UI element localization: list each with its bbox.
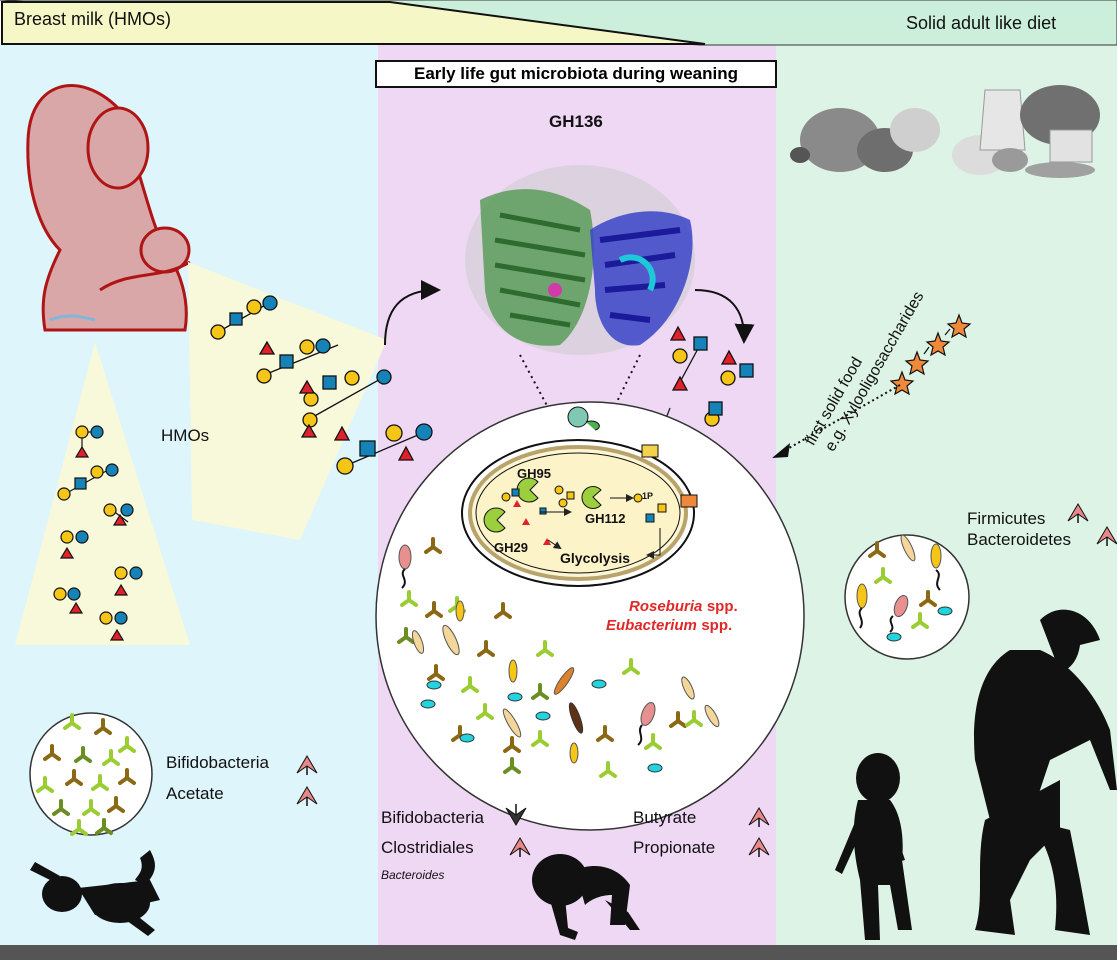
crawling-baby-silhouette-icon	[532, 854, 640, 940]
ground-bar	[0, 945, 1117, 960]
infant-silhouette-icon	[30, 850, 160, 936]
glycolysis-label: Glycolysis	[560, 550, 631, 566]
adult-bacteria	[856, 534, 953, 642]
phosphate-label: 1P	[642, 491, 654, 501]
gh95-enzyme-icon	[516, 477, 539, 503]
clostridiales-label: Clostridiales	[381, 838, 474, 857]
gh29-label: GH29	[494, 540, 528, 555]
roseburia-label: Roseburia spp.	[629, 598, 738, 615]
header-breast-milk-label: Breast milk (HMOs)	[14, 9, 171, 29]
cell-icon	[461, 406, 698, 587]
diagram-title: Early life gut microbiota during weaning	[375, 60, 777, 88]
propionate-label: Propionate	[633, 838, 716, 857]
arrowhead-solid-food	[772, 443, 790, 458]
increase-arrow-icon	[1067, 503, 1117, 546]
hmo-cone-right	[188, 262, 387, 540]
food-grayscale-icon	[790, 85, 1100, 178]
gh95-label: GH95	[517, 466, 551, 481]
hmos-label: HMOs	[161, 426, 210, 445]
right-panel-bg	[776, 45, 1117, 950]
bifidobacteria-label-center: Bifidobacteria	[381, 808, 485, 827]
firmicutes-label: Firmicutes	[967, 509, 1046, 528]
gut-bacteria	[397, 537, 720, 778]
increase-arrow-icon	[296, 755, 318, 806]
protein-label: GH136	[549, 112, 603, 131]
star-xylose-icon	[889, 313, 972, 396]
bifidobacteria-label-left: Bifidobacteria	[166, 753, 270, 772]
curve-arrow-left	[384, 280, 441, 346]
header-milk-wedge	[1, 0, 706, 45]
hmo-cone-left	[15, 342, 190, 645]
hmo-glycans-right	[210, 295, 433, 475]
decrease-arrow-icon	[505, 804, 527, 826]
gh29-enzyme-icon	[483, 507, 506, 533]
bacteroidetes-label: Bacteroidetes	[967, 530, 1071, 549]
curve-arrow-right	[694, 289, 755, 344]
dotted-line-right	[602, 354, 641, 431]
butyrate-label: Butyrate	[633, 808, 697, 827]
acetate-label: Acetate	[166, 784, 224, 803]
increase-arrow-icon	[509, 807, 770, 857]
adult-silhouette-icon	[974, 609, 1117, 935]
eubacterium-label: Eubacterium spp.	[606, 617, 733, 634]
bacteroides-label: Bacteroides	[381, 868, 445, 882]
toddler-silhouette-icon	[835, 753, 912, 940]
mother-breastfeeding-icon	[26, 84, 191, 332]
hmo-glycans-left	[53, 425, 143, 641]
header-solid-diet-label: Solid adult like diet	[906, 13, 1057, 33]
dotted-line-left	[519, 354, 561, 431]
released-glycans	[652, 325, 754, 450]
bacteria-circle-left	[29, 712, 153, 836]
protein-structure-icon	[465, 165, 695, 355]
gh112-label: GH112	[585, 511, 626, 526]
gh112-enzyme-icon	[581, 486, 602, 509]
